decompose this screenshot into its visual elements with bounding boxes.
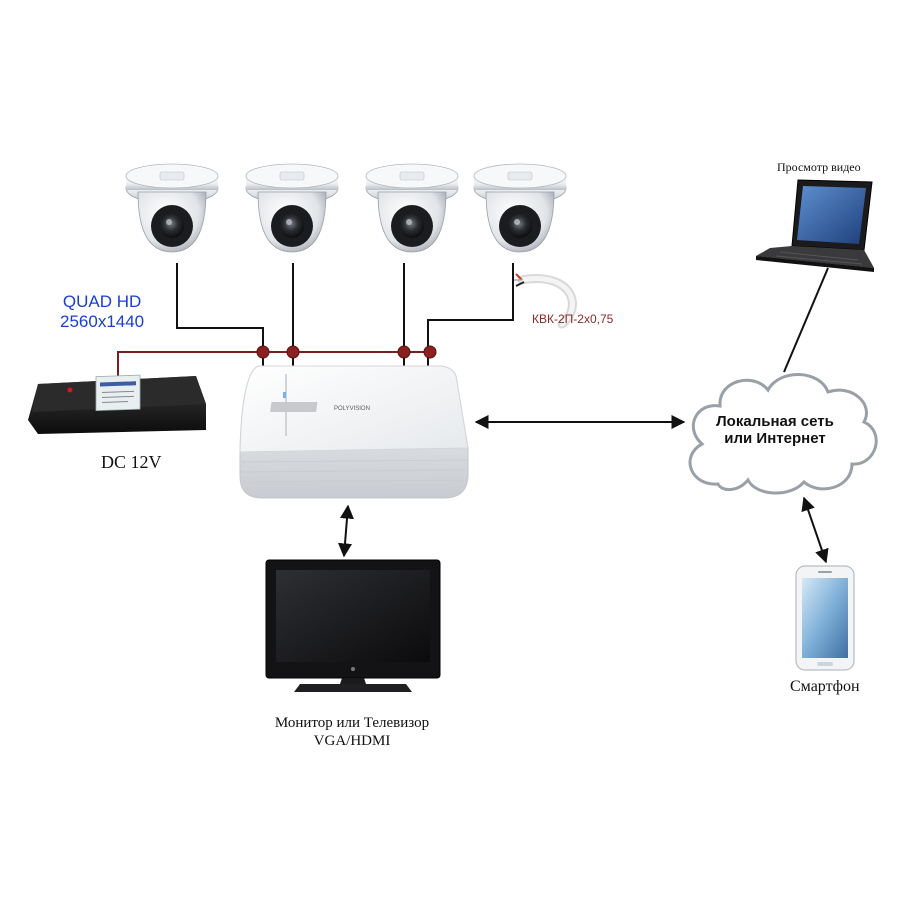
signal-wires <box>176 263 514 372</box>
cloud-icon <box>688 373 878 495</box>
wire-camera-4 <box>427 263 514 372</box>
wire-camera-1 <box>176 263 264 372</box>
monitor-label: Монитор или Телевизор VGA/HDMI <box>262 714 442 750</box>
dvr-recorder-icon: POLYVISION <box>239 365 469 499</box>
network-cloud <box>688 373 878 495</box>
coax-cable-icon <box>514 273 577 329</box>
network-line2: или Интернет <box>724 430 826 447</box>
resolution-line2: 2560x1440 <box>60 312 145 331</box>
monitor-line1: Монитор или Телевизор <box>274 715 430 731</box>
camera-4 <box>473 163 567 253</box>
monitor-icon <box>265 559 441 692</box>
dome-camera-icon <box>365 163 459 253</box>
junction-dot <box>256 345 270 359</box>
smartphone-icon <box>795 565 855 671</box>
monitor <box>265 559 441 692</box>
connection-arrows <box>338 267 829 564</box>
dome-camera-icon <box>125 163 219 253</box>
camera-3 <box>365 163 459 253</box>
laptop-icon <box>756 179 874 272</box>
cable-label: КВК-2П-2х0,75 <box>532 312 614 326</box>
arrow-network-phone <box>801 496 829 564</box>
resolution-label: QUAD HD 2560x1440 <box>60 292 144 332</box>
laptop-label: Просмотр видео <box>777 160 861 174</box>
power-label: DC 12V <box>101 452 162 472</box>
dome-camera-icon <box>245 163 339 253</box>
laptop <box>756 179 874 272</box>
junction-dot <box>286 345 300 359</box>
monitor-line2: VGA/HDMI <box>313 733 391 749</box>
dvr-recorder: POLYVISION <box>239 365 469 499</box>
dome-camera-icon <box>473 163 567 253</box>
junction-dot <box>423 345 437 359</box>
network-label: Локальная сеть или Интернет <box>700 413 850 447</box>
power-supply <box>28 374 206 434</box>
junction-dot <box>397 345 411 359</box>
line-network-laptop <box>783 267 829 373</box>
power-supply-icon <box>28 374 206 434</box>
camera-2 <box>245 163 339 253</box>
smartphone-label: Смартфон <box>790 678 860 695</box>
camera-1 <box>125 163 219 253</box>
smartphone <box>795 565 855 671</box>
power-junctions <box>256 345 437 359</box>
power-wires <box>117 351 430 383</box>
power-wire-main <box>117 351 430 383</box>
resolution-line1: QUAD HD <box>62 292 142 311</box>
network-line1: Локальная сеть <box>716 413 834 430</box>
svg-text:POLYVISION: POLYVISION <box>334 406 370 412</box>
arrow-dvr-monitor <box>338 504 354 558</box>
